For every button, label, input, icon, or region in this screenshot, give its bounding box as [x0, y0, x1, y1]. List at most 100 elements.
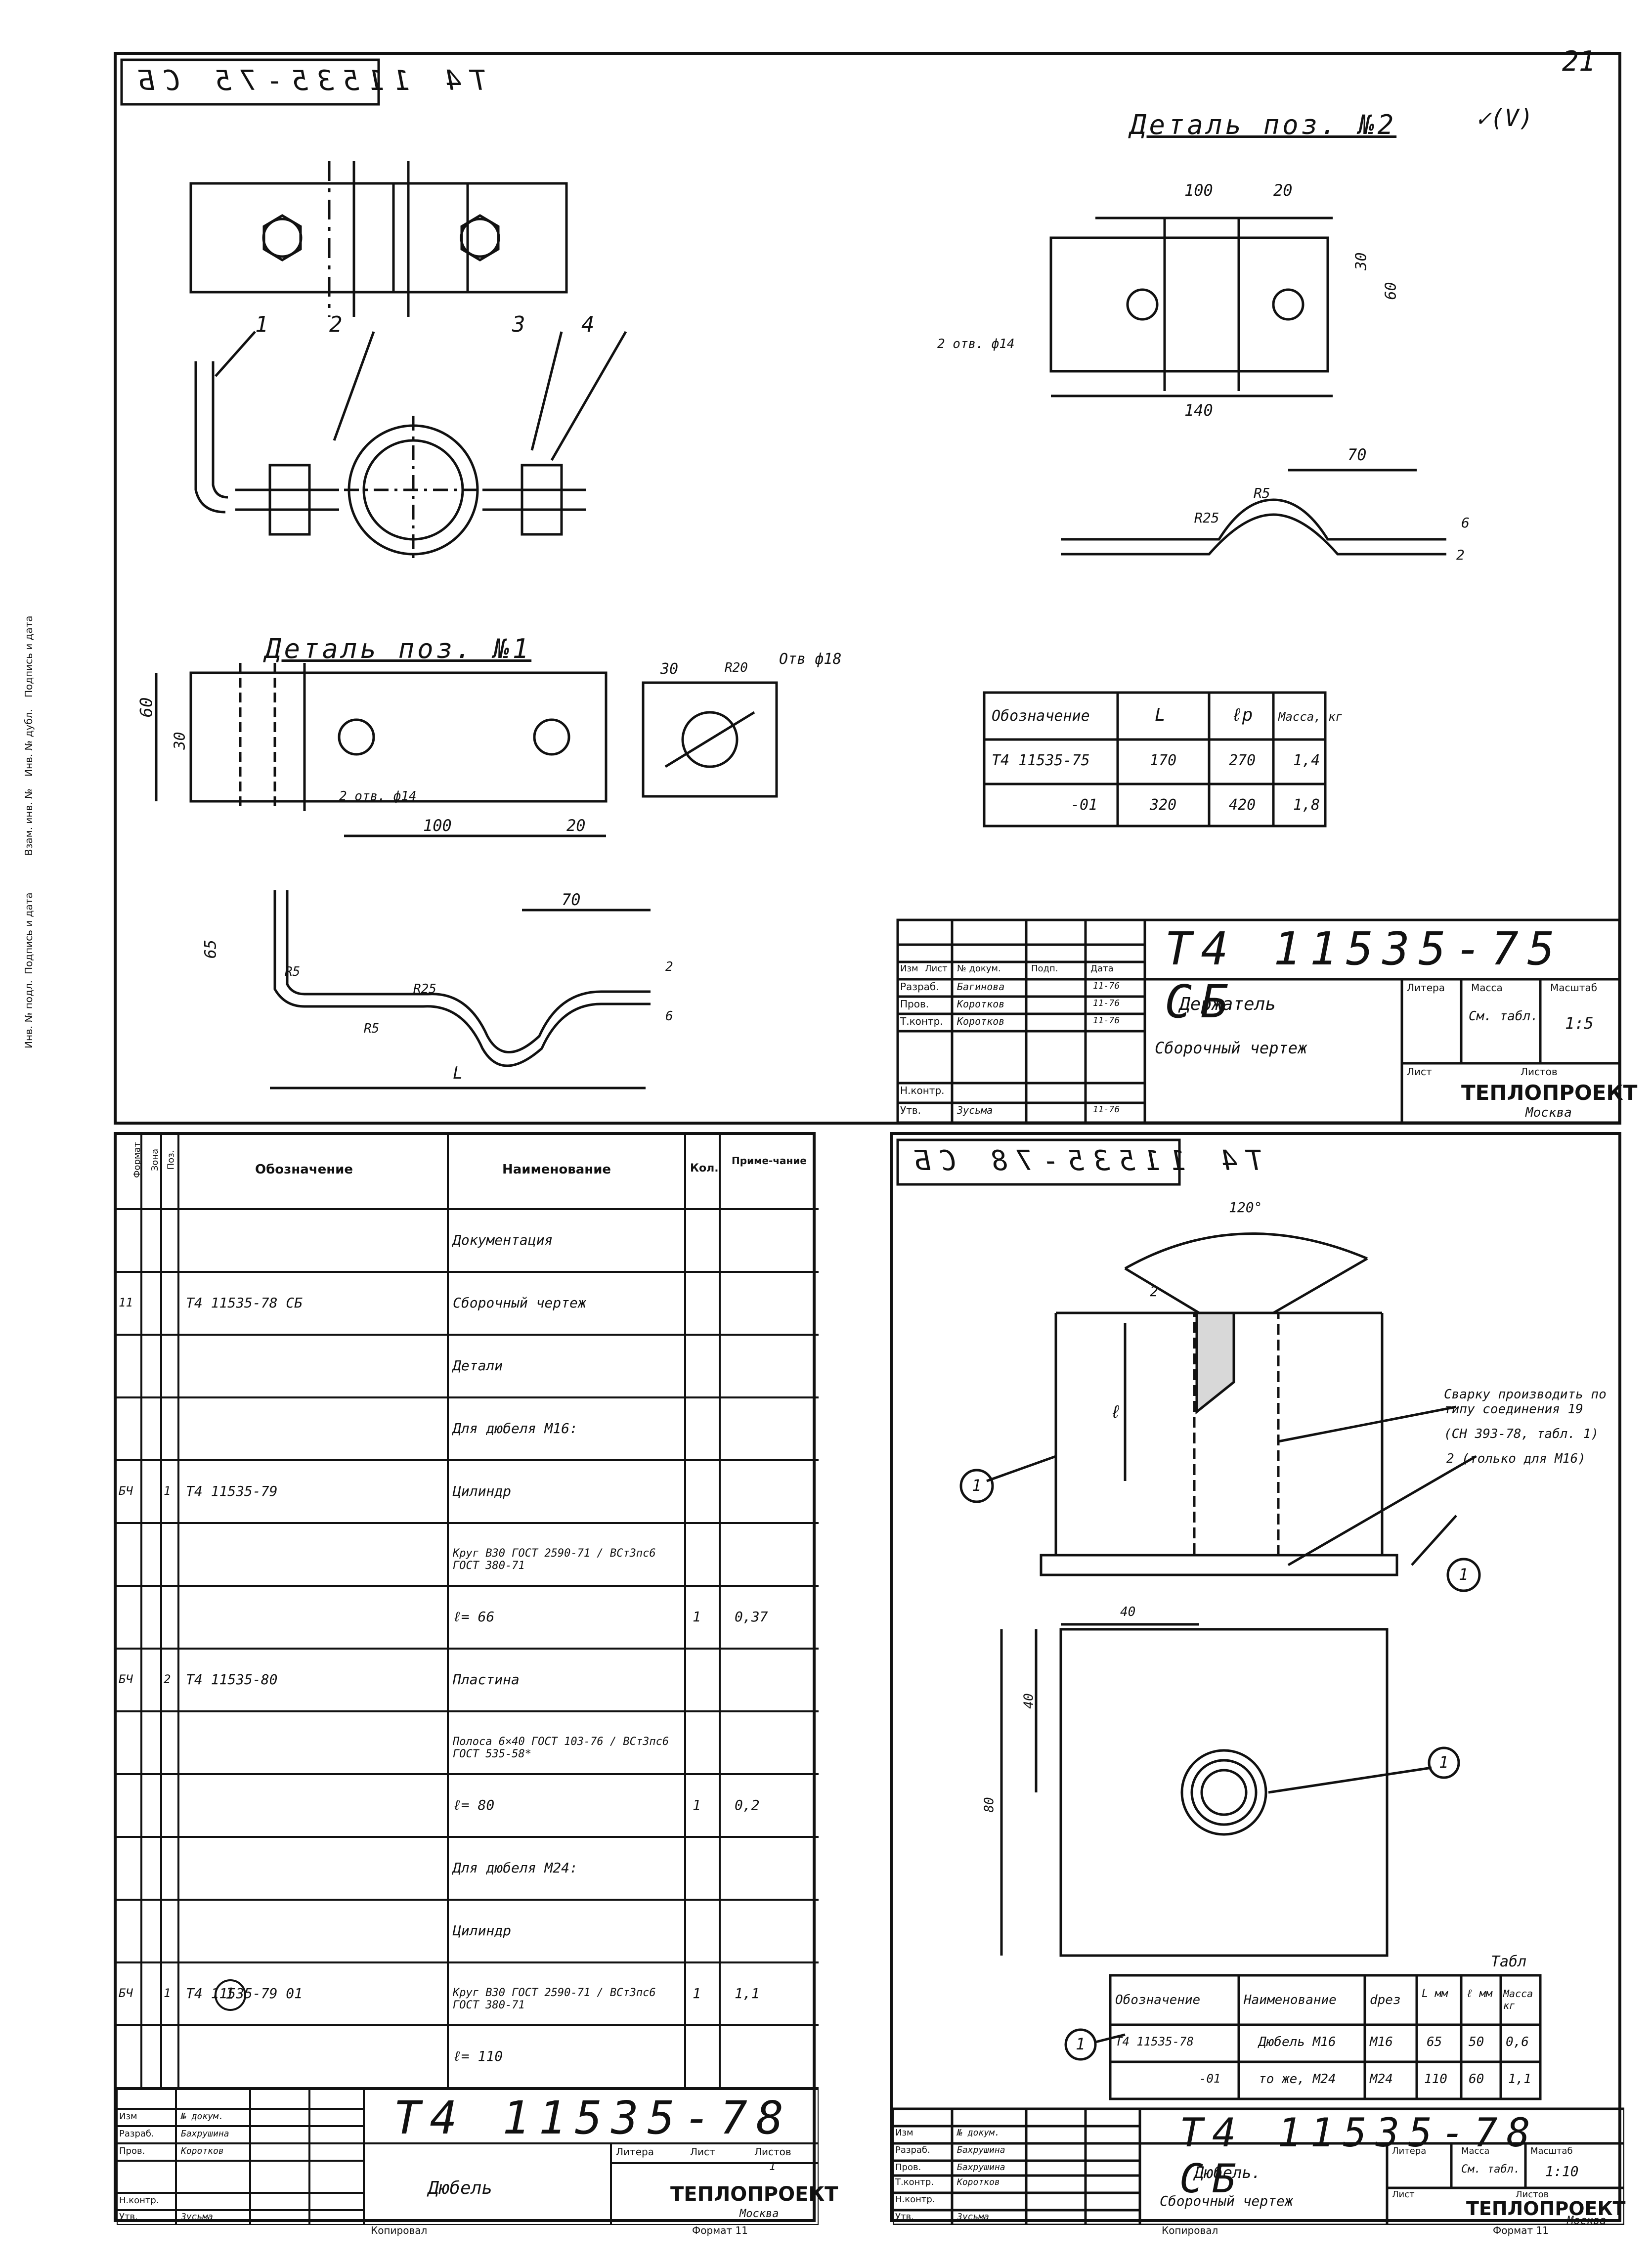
tbl-r2-L: 320	[1150, 796, 1177, 814]
stamp1-mass-label: Масса	[1471, 982, 1503, 994]
detail2-title: Деталь поз. №2	[1130, 109, 1397, 140]
spec-cell-code: Т4 11535-79 01	[186, 1985, 303, 2002]
stamp3-city: Москва	[1567, 2215, 1607, 2227]
stamp3-scale-label: Масштаб	[1530, 2146, 1573, 2156]
spec-cell-name: Круг В30 ГОСТ 2590-71 / ВСт3пс6 ГОСТ 380…	[453, 1547, 656, 1572]
stamp1-date-2: 11-76	[1093, 1015, 1120, 1026]
spec-cell-name: ℓ= 110	[453, 2047, 503, 2064]
tbl-h-code: Обозначение	[992, 707, 1090, 725]
stamp1-role-0: Разраб.	[900, 981, 939, 993]
stamp3-scale-value: 1:10	[1545, 2163, 1579, 2179]
spec-h-name: Наименование	[502, 1162, 611, 1177]
s3-tbl-h4: ℓ мм	[1466, 1988, 1492, 2000]
s3-callout-3: 1	[1076, 2035, 1086, 2053]
stamp3-code: Т4 11535-78 СБ	[1179, 2110, 1539, 2202]
stamp3-subtitle: Сборочный чертеж	[1160, 2193, 1293, 2209]
spec-h-zone: Зона	[150, 1148, 161, 1172]
dim-140: 140	[1184, 401, 1213, 420]
s3-callout-1: 1	[1459, 1565, 1469, 1584]
callout-2: 2	[329, 312, 343, 337]
stamp1-sheet-label: Лист	[1407, 1066, 1432, 1078]
spec-h-qty: Кол.	[690, 1162, 719, 1175]
dim-30: 30	[1352, 252, 1370, 270]
dim-60: 60	[1382, 282, 1400, 300]
d1-dim-65: 65	[201, 939, 220, 959]
stamp1-role-3: Н.контр.	[900, 1085, 945, 1096]
stamp2-org: ТЕПЛОПРОЕКТ	[670, 2183, 838, 2206]
stamp1-scale-value: 1:5	[1565, 1014, 1594, 1033]
sheet-specification: Формат Зона Поз. Обозначение Наименовани…	[114, 1132, 838, 2225]
s3-tbl-r0c4: 50	[1469, 2035, 1484, 2049]
d1-dim-hole: Отв ф18	[779, 651, 842, 668]
spec-cell-qty: 1	[693, 1608, 701, 1625]
sheet-holder-assembly: Т4 11535-75 СБ Деталь поз. №2 ✓(V) Детал…	[23, 52, 1637, 1125]
stamp3-title: Дюбель.	[1194, 2163, 1261, 2182]
stamp3-name-1: Бахрушина	[957, 2145, 1005, 2155]
s3-tbl-r1c2: М24	[1370, 2072, 1393, 2087]
dim-2: 2	[1456, 547, 1465, 563]
spec-cell-fmt: БЧ	[119, 1986, 133, 2000]
s3-tbl-r1c3: 110	[1424, 2072, 1447, 2087]
sheet-dowel-assembly: Т4 11535-78 СБ 120° 2 ℓ Сварку производи…	[890, 1132, 1625, 2225]
stamp2-title: Дюбель	[428, 2178, 493, 2198]
stamp1-date-0: 11-76	[1093, 981, 1120, 991]
format-label-2: Формат 11	[692, 2224, 748, 2236]
stamp3-org: ТЕПЛОПРОЕКТ	[1466, 2198, 1626, 2220]
stamp1-mass-value: См. табл.	[1469, 1009, 1538, 1024]
dim-6: 6	[1461, 515, 1470, 531]
stamp1-col-date: Дата	[1090, 963, 1114, 974]
stamp3-mass-label: Масса	[1461, 2146, 1490, 2156]
d1-dim-30b: 30	[660, 660, 679, 678]
stamp3-sheet-label: Лист	[1392, 2189, 1415, 2200]
stamp3-role-5: Утв.	[895, 2212, 914, 2222]
tbl-r2-lp: 420	[1229, 796, 1256, 814]
stamp1-subtitle: Сборочный чертеж	[1155, 1039, 1307, 1057]
side-label-3: Инв. № дубл.	[23, 709, 35, 777]
stamp1-code: Т4 11535-75 СБ	[1165, 922, 1564, 1028]
d1-dim-70: 70	[562, 890, 581, 909]
s3-tbl-h1: Наименование	[1244, 1993, 1337, 2007]
stamp3-role-1: Разраб.	[895, 2145, 930, 2155]
s3-tbl-h5: Масса кг	[1503, 1988, 1533, 2011]
page-number: 21	[1562, 45, 1596, 78]
callout-1: 1	[255, 312, 268, 337]
spec-cell-name: ℓ= 80	[453, 1796, 495, 1813]
s3-callout-0: 1	[972, 1476, 982, 1495]
stamp2-sheets: Листов	[754, 2146, 791, 2158]
stamp3-mass-value: См. табл.	[1461, 2163, 1521, 2176]
spec-cell-qty: 1	[693, 1796, 701, 1813]
stamp2-name-2: Коротков	[181, 2146, 224, 2156]
spec-h-pos: Поз.	[166, 1150, 176, 1170]
s3-tbl-r0c1: Дюбель М16	[1259, 2035, 1336, 2049]
detail1-title: Деталь поз. №1	[265, 633, 532, 664]
tbl-h-mass: Масса, кг	[1278, 710, 1343, 724]
sheet3-drawing	[893, 1138, 1624, 2225]
spec-cell-name: ℓ= 66	[453, 1608, 495, 1625]
stamp2-sheet: Лист	[690, 2146, 715, 2158]
d1-dim-60: 60	[136, 697, 157, 718]
side-label-2: Взам. инв. №	[23, 788, 35, 856]
spec-cell-code: Т4 11535-78 СБ	[186, 1294, 303, 1311]
tbl-r1-mass: 1,4	[1293, 752, 1320, 769]
spec-cell-fmt: 11	[119, 1295, 133, 1309]
spec-callout: 1	[225, 1985, 235, 2003]
spec-cell-note: 0,2	[735, 1796, 760, 1813]
spec-h-note: Приме-чание	[732, 1155, 807, 1167]
weld-note-2: (СН 393-78, табл. 1)	[1444, 1427, 1599, 1441]
tbl-r1-code: Т4 11535-75	[992, 752, 1090, 769]
spec-cell-name: Пластина	[453, 1671, 520, 1688]
mirror-code: Т4 11535-75 СБ	[129, 65, 487, 97]
spec-cell-note: 1,1	[735, 1985, 760, 2002]
spec-cell-name: Детали	[453, 1357, 503, 1374]
stamp3-name-5: Зусьма	[957, 2212, 990, 2222]
format-label-3: Формат 11	[1493, 2224, 1549, 2236]
stamp1-scale-label: Масштаб	[1550, 982, 1598, 994]
stamp1-col-doc: № докум.	[957, 963, 1001, 974]
d1-dim-holes: 2 отв. ф14	[339, 789, 417, 804]
dim-angle: 120°	[1229, 1199, 1262, 1216]
d1-dim-6: 6	[665, 1009, 673, 1024]
dim-70: 70	[1348, 445, 1367, 464]
stamp1-col-izm: Изм	[900, 963, 918, 974]
s3-tbl-r1c4: 60	[1469, 2072, 1484, 2087]
stamp1-date-4: 11-76	[1093, 1104, 1120, 1115]
